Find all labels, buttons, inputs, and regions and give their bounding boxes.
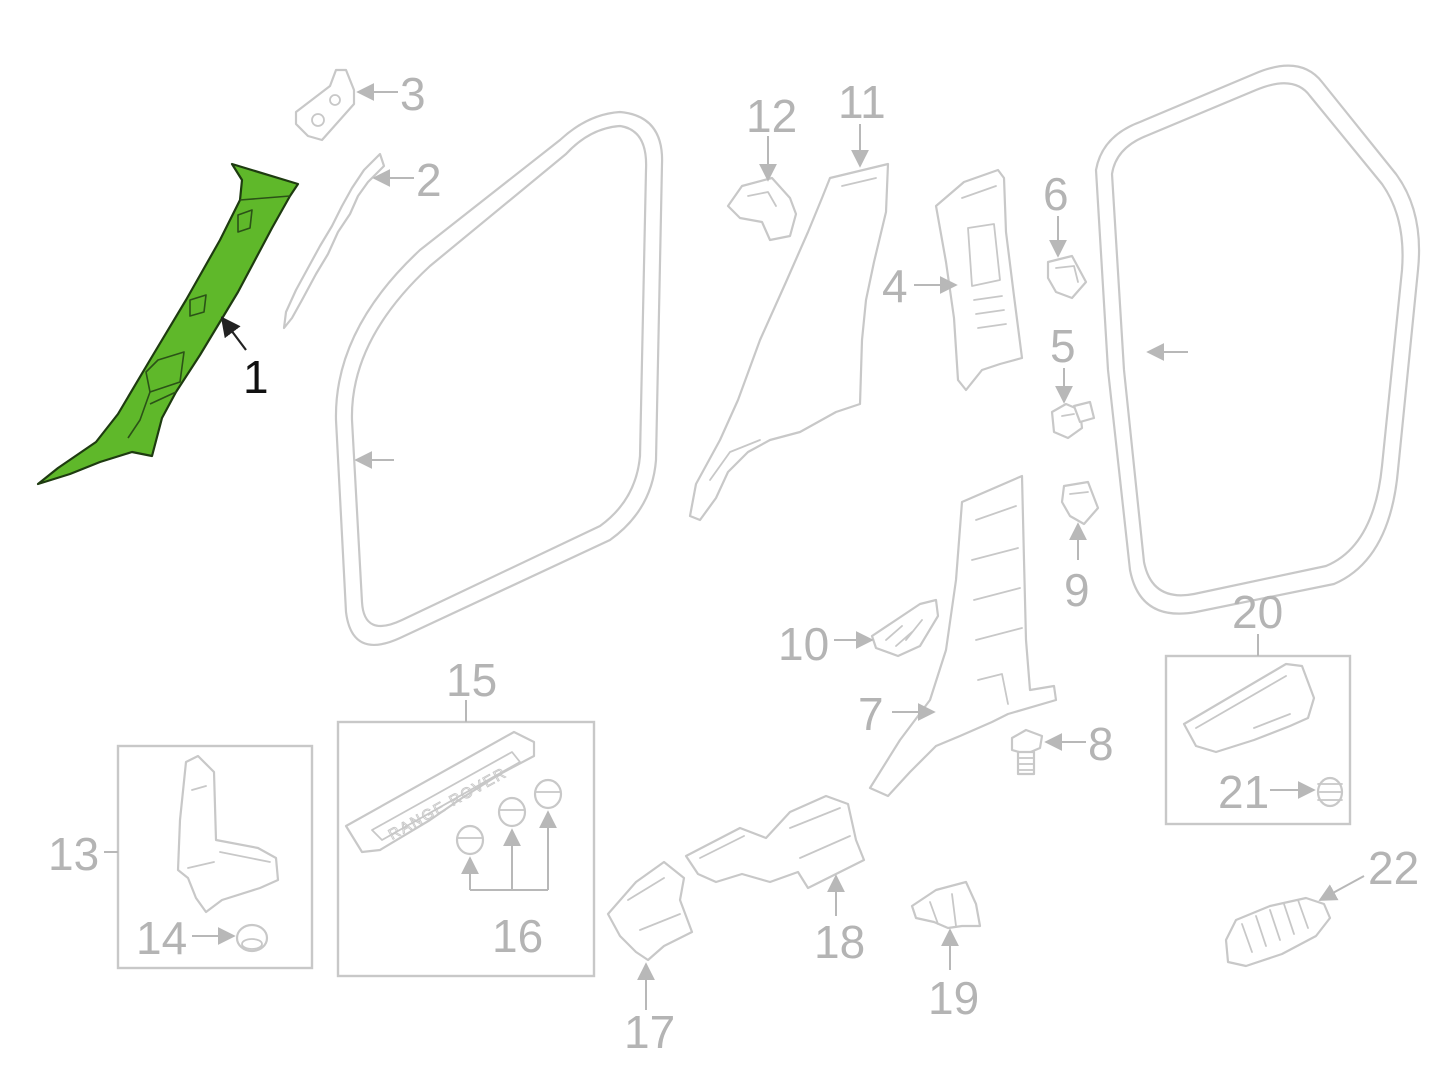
callout-6: 6 xyxy=(1043,168,1069,258)
callout-2-label: 2 xyxy=(416,154,442,206)
callout-4-label: 4 xyxy=(882,260,908,312)
callout-16-label: 16 xyxy=(492,910,543,962)
callout-11-label: 11 xyxy=(838,76,886,128)
part-2-retainer-strip[interactable] xyxy=(282,152,386,330)
callout-1-label: 1 xyxy=(243,351,269,403)
callout-18: 18 xyxy=(814,874,865,968)
callout-17: 17 xyxy=(624,962,675,1058)
kit-box-20 xyxy=(1164,634,1352,826)
callout-22: 22 xyxy=(1318,842,1419,901)
part-5-bolt[interactable] xyxy=(1050,400,1096,440)
callout-17-label: 17 xyxy=(624,1006,675,1058)
part-20-sill-trim[interactable] xyxy=(1182,662,1316,754)
part-16-clips[interactable] xyxy=(455,778,563,856)
callout-3-label: 3 xyxy=(400,68,426,120)
callout-10-label: 10 xyxy=(778,618,829,670)
part-13-lower-trim[interactable] xyxy=(176,754,280,914)
part-12-bracket[interactable] xyxy=(726,176,798,242)
callout-10: 10 xyxy=(778,618,874,670)
callout-13: 13 xyxy=(48,828,99,880)
part-6-clip[interactable] xyxy=(1046,254,1088,300)
callout-9-label: 9 xyxy=(1064,564,1090,616)
part-14-grommet[interactable] xyxy=(235,923,269,953)
callout-22-label: 22 xyxy=(1368,842,1419,894)
callout-4: 4 xyxy=(882,260,958,312)
kit-box-13 xyxy=(104,744,314,970)
part-19-clip[interactable] xyxy=(910,880,982,930)
front-door-seal[interactable] xyxy=(334,110,664,646)
callout-18-label: 18 xyxy=(814,916,865,968)
part-18-sill-carrier[interactable] xyxy=(684,794,866,890)
part-9-clip[interactable] xyxy=(1060,480,1100,526)
part-3-bracket[interactable] xyxy=(294,68,356,142)
callout-20-label: 20 xyxy=(1232,586,1283,638)
callout-14-label: 14 xyxy=(136,912,187,964)
callout-1: 1 xyxy=(220,316,269,403)
part-17-bracket[interactable] xyxy=(606,860,694,962)
callout-2: 2 xyxy=(372,154,442,206)
callout-19: 19 xyxy=(928,928,979,1024)
callout-12: 12 xyxy=(746,90,797,182)
callout-19-label: 19 xyxy=(928,972,979,1024)
callout-14: 14 xyxy=(136,912,236,964)
callout-3: 3 xyxy=(356,68,426,120)
callout-13-label: 13 xyxy=(48,828,99,880)
callout-12-label: 12 xyxy=(746,90,797,142)
part-15-sill-plate[interactable]: RANGE ROVER xyxy=(344,730,536,854)
kit-box-15 xyxy=(336,700,596,978)
part-7-lower-pillar-trim[interactable] xyxy=(868,474,1058,798)
rear-door-seal[interactable] xyxy=(1094,64,1421,615)
callout-8-label: 8 xyxy=(1088,718,1114,770)
callout-20: 20 xyxy=(1232,586,1283,638)
callout-7: 7 xyxy=(858,688,936,740)
callout-15-label: 15 xyxy=(446,654,497,706)
part-22-grommet-boot[interactable] xyxy=(1224,896,1332,968)
part-1-a-pillar-trim[interactable] xyxy=(36,162,300,486)
part-10-bracket[interactable] xyxy=(870,598,940,658)
callout-8: 8 xyxy=(1044,718,1114,770)
callout-6-label: 6 xyxy=(1043,168,1069,220)
callout-5-label: 5 xyxy=(1050,320,1076,372)
callout-21: 21 xyxy=(1218,766,1316,818)
part-21-grommet[interactable] xyxy=(1316,776,1344,808)
part-4-pillar-trim[interactable] xyxy=(934,168,1024,392)
callout-16: 16 xyxy=(461,810,557,962)
callout-7-label: 7 xyxy=(858,688,884,740)
callout-5: 5 xyxy=(1050,320,1076,404)
callout-11: 11 xyxy=(838,76,886,168)
callout-21-label: 21 xyxy=(1218,766,1269,818)
callout-9: 9 xyxy=(1064,522,1090,616)
part-8-bolt[interactable] xyxy=(1010,728,1044,776)
part-11-pillar-upper-trim[interactable] xyxy=(688,162,890,522)
callout-15: 15 xyxy=(446,654,497,706)
